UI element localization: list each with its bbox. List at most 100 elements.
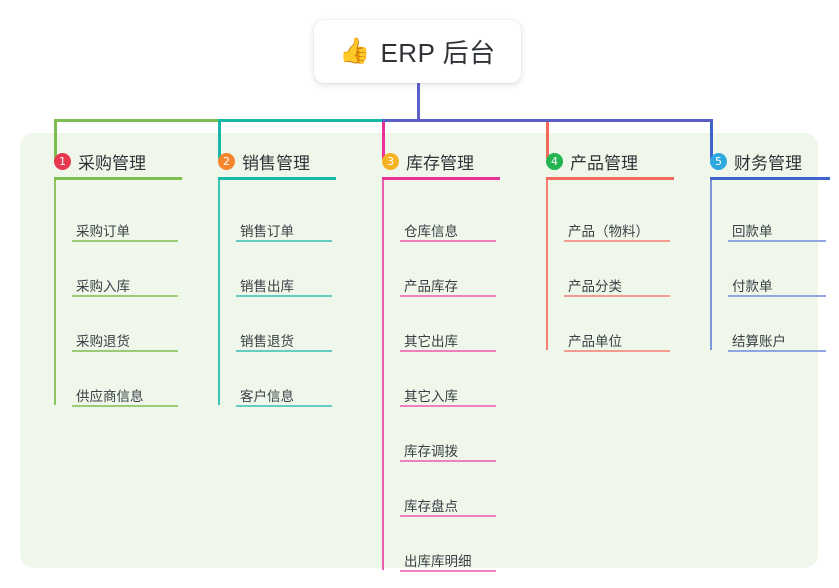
bus-segment-sales [218, 119, 385, 122]
leaf-underline [236, 350, 332, 352]
leaf-item[interactable]: 出库库明细 [364, 548, 472, 570]
leaf-label: 销售出库 [240, 279, 294, 294]
leaf-label: 销售退货 [240, 334, 294, 349]
root-stem-connector [417, 83, 420, 122]
leaf-underline [236, 405, 332, 407]
category-number-badge: 3 [382, 152, 399, 170]
category-header-3[interactable]: 3 库存管理 [364, 145, 542, 177]
leaf-label: 产品（物料） [568, 224, 649, 239]
leaf-item[interactable]: 库存调拨 [364, 438, 458, 460]
leaf-underline [400, 405, 496, 407]
leaf-item[interactable]: 库存盘点 [364, 493, 458, 515]
category-header-4[interactable]: 4 产品管理 [528, 145, 716, 177]
leaf-item[interactable]: 采购入库 [36, 273, 130, 295]
column-spine [54, 180, 56, 405]
leaf-label: 其它入库 [404, 389, 458, 404]
leaf-underline [728, 240, 826, 242]
leaf-label: 付款单 [732, 279, 773, 294]
leaf-underline [400, 295, 496, 297]
connector-drop-采购管理 [54, 119, 57, 159]
leaf-label: 回款单 [732, 224, 773, 239]
leaf-item[interactable]: 产品单位 [528, 328, 622, 350]
leaf-underline [728, 350, 826, 352]
leaf-label: 结算账户 [732, 334, 786, 349]
leaf-item[interactable]: 结算账户 [692, 328, 786, 350]
leaf-underline [400, 515, 496, 517]
leaf-underline [72, 295, 178, 297]
leaf-label: 产品单位 [568, 334, 622, 349]
leaf-item[interactable]: 产品（物料） [528, 218, 649, 240]
category-underline [218, 177, 336, 180]
leaf-item[interactable]: 其它出库 [364, 328, 458, 350]
category-underline [54, 177, 182, 180]
leaf-underline [236, 295, 332, 297]
leaf-item[interactable]: 产品库存 [364, 273, 458, 295]
leaf-item[interactable]: 销售退货 [200, 328, 294, 350]
leaf-underline [400, 240, 496, 242]
leaf-underline [72, 405, 178, 407]
leaf-underline [564, 350, 670, 352]
leaf-label: 库存调拨 [404, 444, 458, 459]
leaf-label: 供应商信息 [76, 389, 144, 404]
leaf-label: 库存盘点 [404, 499, 458, 514]
connector-drop-销售管理 [218, 119, 221, 159]
leaf-item[interactable]: 采购退货 [36, 328, 130, 350]
leaf-underline [72, 350, 178, 352]
connector-drop-库存管理 [382, 119, 385, 159]
leaf-item[interactable]: 销售出库 [200, 273, 294, 295]
column-spine [382, 180, 384, 570]
leaf-item[interactable]: 产品分类 [528, 273, 622, 295]
root-title: ERP 后台 [380, 38, 496, 68]
leaf-item[interactable]: 回款单 [692, 218, 773, 240]
leaf-underline [564, 295, 670, 297]
category-column-财务管理: 5 财务管理回款单付款单结算账户 [692, 145, 839, 352]
category-number-badge: 4 [546, 152, 563, 170]
category-column-产品管理: 4 产品管理产品（物料） 产品分类产品单位 [528, 145, 716, 352]
column-spine [218, 180, 220, 405]
column-spine [710, 180, 712, 350]
category-underline [546, 177, 674, 180]
category-underline [382, 177, 500, 180]
category-label: 财务管理 [734, 153, 802, 173]
leaf-item[interactable]: 销售订单 [200, 218, 294, 240]
category-underline [710, 177, 830, 180]
leaf-label: 采购订单 [76, 224, 130, 239]
leaf-label: 仓库信息 [404, 224, 458, 239]
leaf-label: 客户信息 [240, 389, 294, 404]
leaf-underline [564, 240, 670, 242]
leaf-underline [728, 295, 826, 297]
category-label: 产品管理 [570, 153, 638, 173]
leaf-underline [400, 570, 496, 572]
leaf-item[interactable]: 供应商信息 [36, 383, 144, 405]
category-number-badge: 1 [54, 152, 71, 170]
leaf-label: 出库库明细 [404, 554, 472, 569]
leaf-underline [236, 240, 332, 242]
leaf-item[interactable]: 其它入库 [364, 383, 458, 405]
category-header-1[interactable]: 1 采购管理 [36, 145, 224, 177]
thumbs-up-icon: 👍 [339, 37, 371, 65]
bus-segment-purchasing [54, 119, 221, 122]
category-number-badge: 5 [710, 152, 727, 170]
leaf-label: 销售订单 [240, 224, 294, 239]
root-node[interactable]: 👍 ERP 后台 [314, 20, 521, 83]
leaf-label: 产品分类 [568, 279, 622, 294]
category-column-采购管理: 1 采购管理采购订单采购入库采购退货供应商信息 [36, 145, 224, 407]
leaf-item[interactable]: 付款单 [692, 273, 773, 295]
leaf-item[interactable]: 仓库信息 [364, 218, 458, 240]
leaf-item[interactable]: 采购订单 [36, 218, 130, 240]
leaf-label: 采购入库 [76, 279, 130, 294]
leaf-underline [72, 240, 178, 242]
leaf-label: 采购退货 [76, 334, 130, 349]
column-spine [546, 180, 548, 350]
connector-drop-产品管理 [546, 119, 549, 159]
bus-segment-inventory [382, 119, 713, 122]
category-label: 采购管理 [78, 153, 146, 173]
category-header-5[interactable]: 5 财务管理 [692, 145, 839, 177]
category-label: 库存管理 [406, 153, 474, 173]
leaf-label: 产品库存 [404, 279, 458, 294]
leaf-underline [400, 460, 496, 462]
leaf-item[interactable]: 客户信息 [200, 383, 294, 405]
